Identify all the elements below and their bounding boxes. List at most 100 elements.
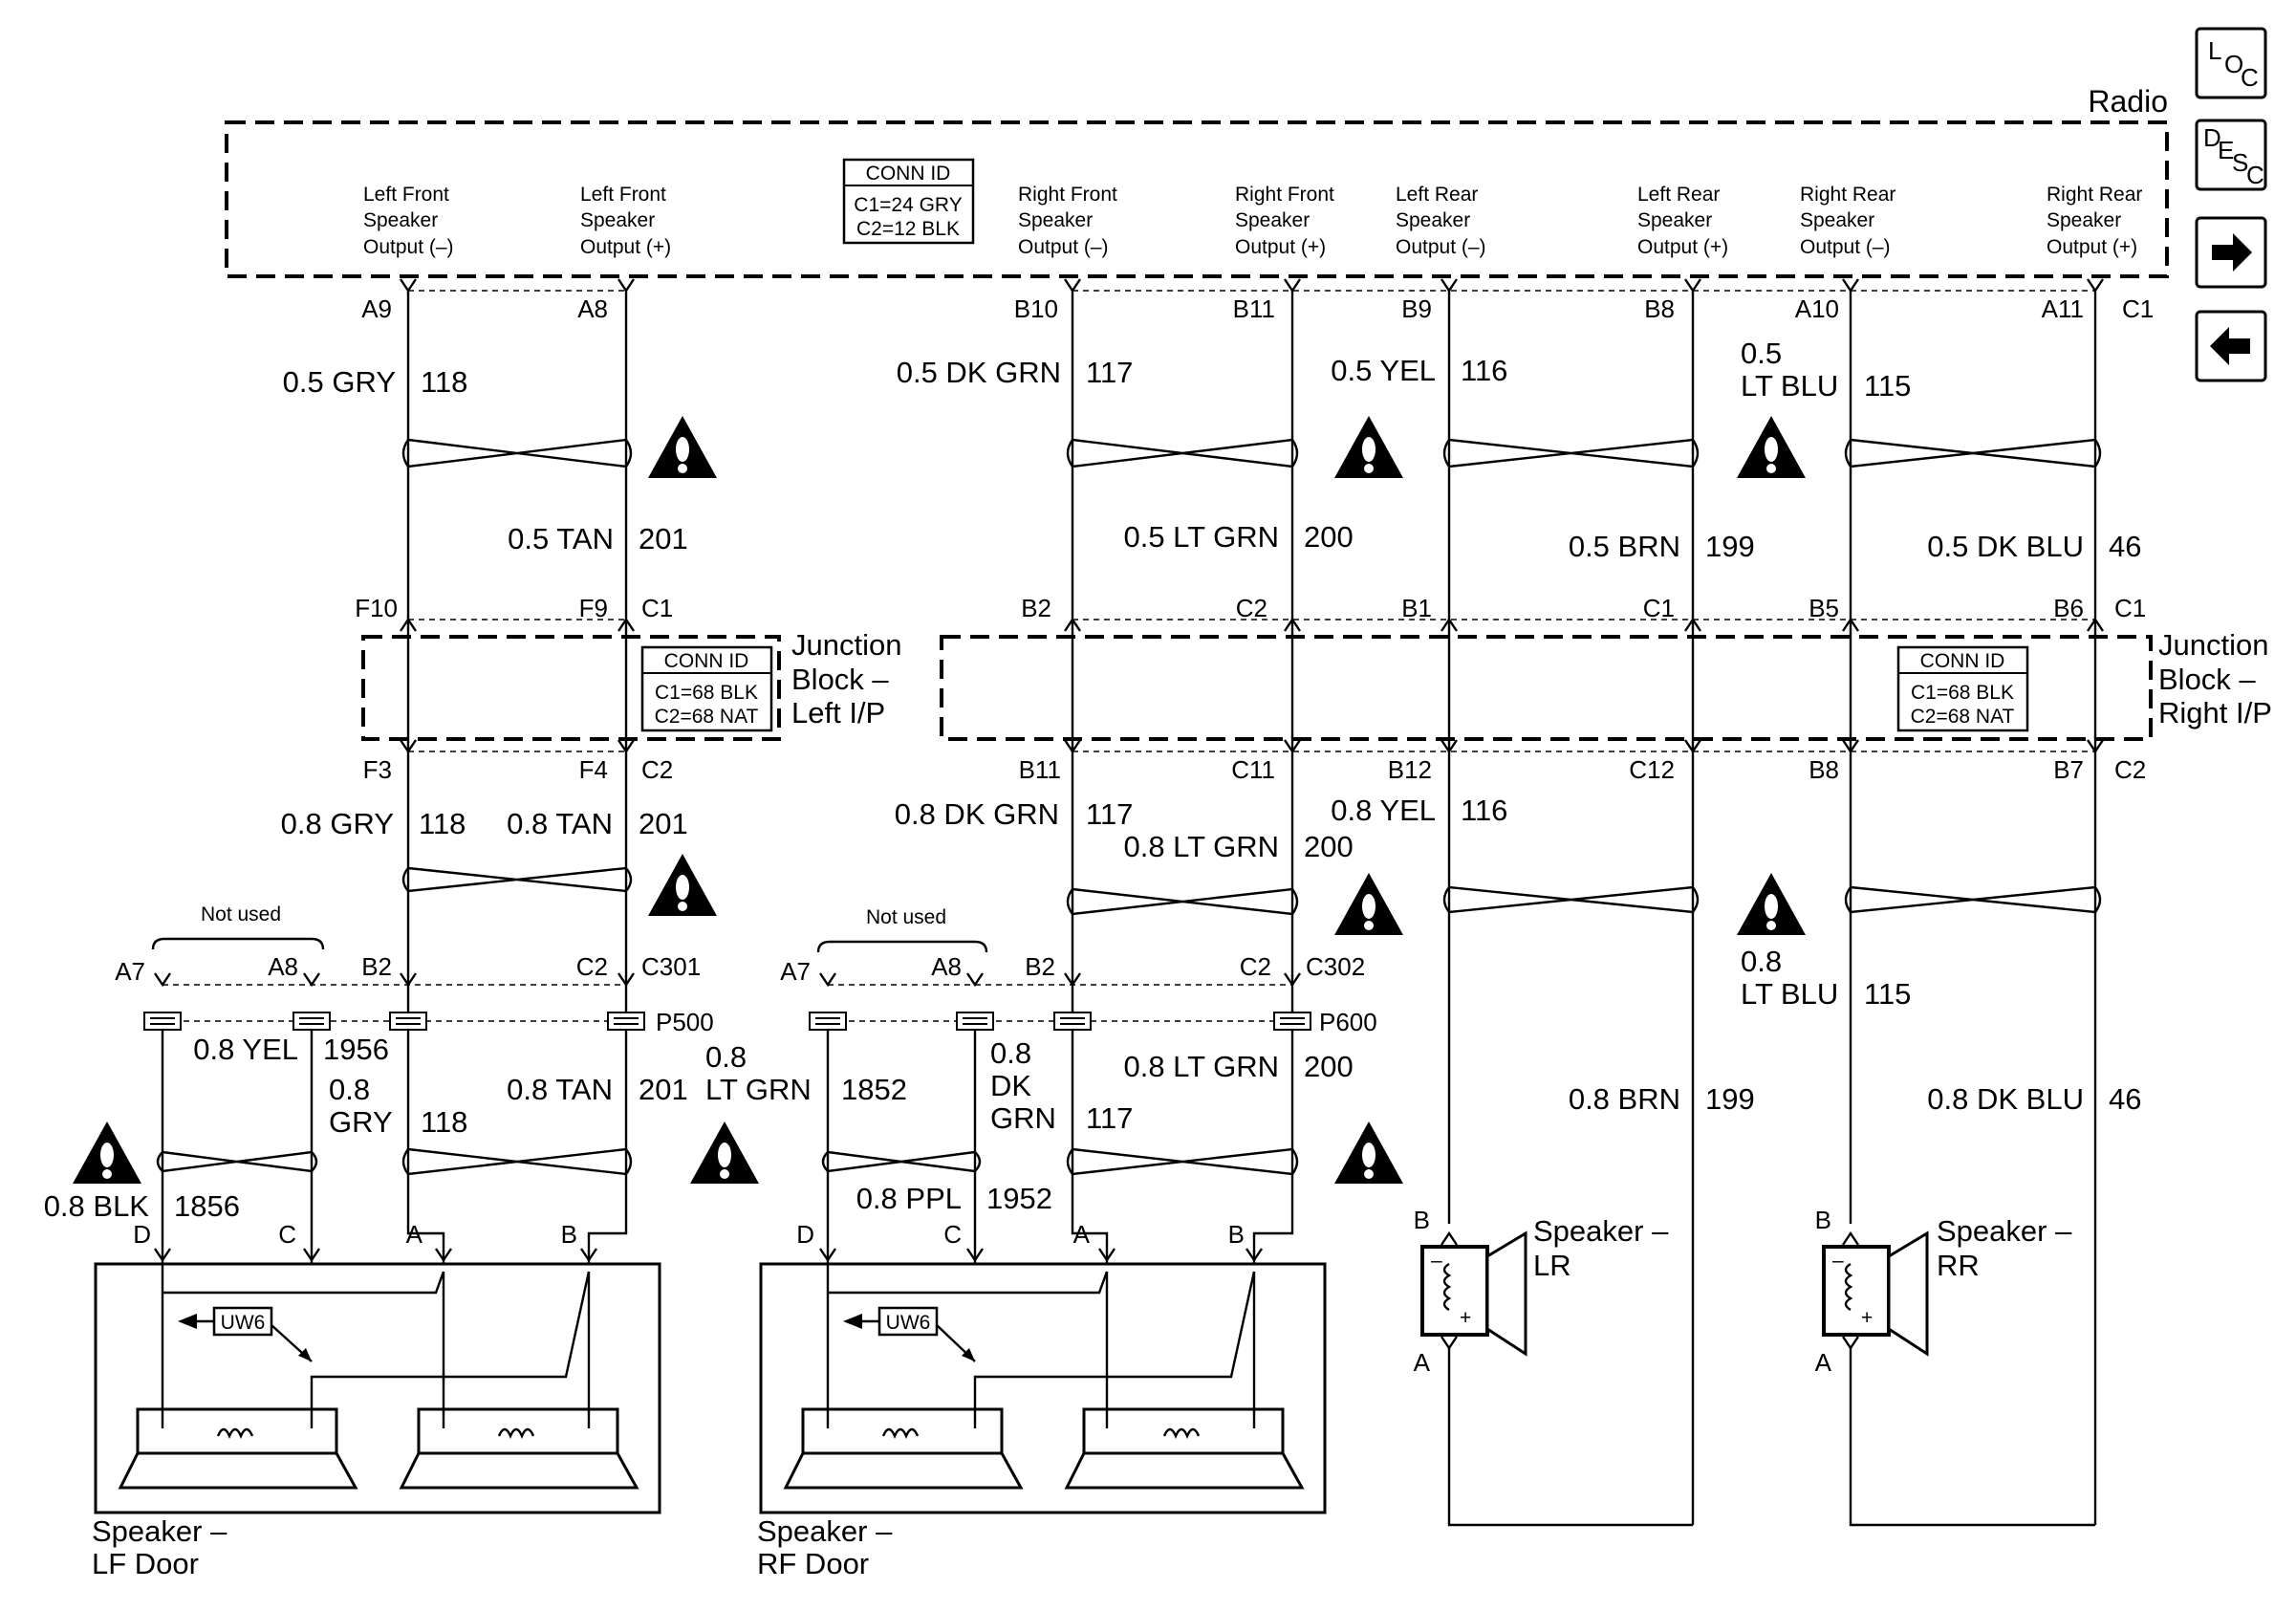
svg-text:GRY: GRY [329, 1105, 393, 1139]
svg-text:Output (–): Output (–) [363, 236, 454, 258]
svg-text:CONN ID: CONN ID [866, 163, 951, 185]
svg-text:0.8 YEL: 0.8 YEL [193, 1033, 298, 1066]
svg-text:B6: B6 [2053, 594, 2084, 622]
svg-text:C: C [943, 1220, 962, 1249]
svg-text:0.5 LT GRN: 0.5 LT GRN [1123, 520, 1279, 554]
svg-text:0.5 BRN: 0.5 BRN [1569, 530, 1680, 563]
wires [406, 289, 2097, 1527]
svg-text:200: 200 [1304, 1050, 1354, 1083]
svg-text:200: 200 [1304, 830, 1354, 863]
svg-text:B2: B2 [1025, 952, 1055, 981]
svg-text:0.8 BLK: 0.8 BLK [44, 1189, 150, 1223]
svg-text:116: 116 [1461, 354, 1507, 387]
jb-left-arrows [400, 617, 635, 754]
connector-c301: Not used A7 A8 B2 C2 C301 P500 [115, 903, 714, 1260]
svg-text:117: 117 [1086, 1101, 1133, 1135]
svg-text:F10: F10 [355, 594, 398, 622]
warning-icon [648, 854, 717, 916]
svg-text:D: D [2203, 123, 2221, 152]
svg-text:C1: C1 [2122, 294, 2154, 323]
svg-text:B5: B5 [1809, 594, 1839, 622]
warning-icon [648, 416, 717, 478]
svg-text:F3: F3 [363, 755, 392, 784]
svg-text:0.8 LT GRN: 0.8 LT GRN [1123, 830, 1279, 863]
svg-text:0.5 GRY: 0.5 GRY [283, 365, 396, 399]
svg-text:0.8 DK BLU: 0.8 DK BLU [1927, 1082, 2084, 1116]
splice-name: P500 [656, 1008, 714, 1036]
wire-labels-mid: 0.8 GRY 118 0.8 TAN 201 0.8 DK GRN 117 0… [281, 794, 1912, 1011]
svg-text:0.8: 0.8 [990, 1036, 1031, 1070]
svg-text:CONN ID: CONN ID [1920, 650, 2005, 672]
svg-text:A9: A9 [361, 294, 392, 323]
svg-text:0.8: 0.8 [705, 1040, 747, 1074]
svg-text:115: 115 [1864, 369, 1911, 403]
svg-text:+: + [1861, 1307, 1873, 1329]
radio-pin-labels: A9 A8 B10 B11 B9 B8 A10 A11 C1 [361, 294, 2154, 323]
not-used-label: Not used [866, 906, 946, 928]
svg-text:B9: B9 [1401, 294, 1432, 323]
svg-text:C1=24 GRY: C1=24 GRY [854, 194, 962, 216]
svg-text:Output (–): Output (–) [1800, 236, 1891, 258]
desc-button[interactable]: D E S C [2195, 119, 2267, 191]
svg-text:Right Rear: Right Rear [2047, 184, 2142, 206]
loc-button[interactable]: L O C [2195, 27, 2267, 99]
svg-text:S: S [2232, 148, 2248, 177]
svg-text:0.8 GRY: 0.8 GRY [281, 807, 394, 840]
svg-text:B2: B2 [1021, 594, 1051, 622]
svg-text:E: E [2218, 136, 2234, 164]
connector-name: C301 [641, 952, 701, 981]
svg-text:Speaker: Speaker [1235, 209, 1310, 231]
svg-text:C2=12 BLK: C2=12 BLK [856, 218, 960, 240]
svg-text:Left Front: Left Front [363, 184, 449, 206]
svg-text:Output (–): Output (–) [1018, 236, 1109, 258]
svg-text:0.8 BRN: 0.8 BRN [1569, 1082, 1680, 1116]
svg-text:Speaker: Speaker [1396, 209, 1470, 231]
svg-text:C1: C1 [641, 594, 673, 622]
jb-left-conn-id: CONN ID C1=68 BLK C2=68 NAT [640, 645, 773, 732]
svg-text:Speaker: Speaker [2047, 209, 2121, 231]
svg-text:C12: C12 [1629, 755, 1675, 784]
svg-text:C: C [2241, 63, 2259, 92]
svg-text:Output (+): Output (+) [2047, 236, 2137, 258]
forward-button[interactable] [2195, 216, 2267, 289]
svg-text:F9: F9 [579, 594, 608, 622]
back-button[interactable] [2195, 310, 2267, 382]
svg-text:B: B [1414, 1206, 1430, 1234]
warning-icon [73, 1121, 141, 1184]
svg-text:199: 199 [1705, 1082, 1755, 1116]
svg-text:CONN ID: CONN ID [664, 650, 749, 672]
svg-text:B: B [1228, 1220, 1245, 1249]
svg-text:0.8: 0.8 [329, 1073, 370, 1106]
radio-pin-marks [400, 278, 2104, 294]
svg-text:0.8: 0.8 [1741, 945, 1782, 978]
svg-text:118: 118 [421, 365, 467, 399]
speaker-lf-door: D C A B UW6 Speaker – LF [92, 1209, 661, 1580]
svg-text:LT BLU: LT BLU [1741, 369, 1838, 403]
svg-text:0.8 YEL: 0.8 YEL [1331, 794, 1436, 827]
svg-text:46: 46 [2109, 1082, 2141, 1116]
svg-text:L: L [2208, 36, 2221, 65]
svg-text:Speaker: Speaker [1018, 209, 1093, 231]
svg-text:C2: C2 [1236, 594, 1267, 622]
svg-text:DK: DK [990, 1069, 1031, 1102]
svg-text:Speaker: Speaker [580, 209, 655, 231]
svg-text:A10: A10 [1795, 294, 1839, 323]
svg-text:A: A [1414, 1348, 1431, 1377]
svg-text:A8: A8 [931, 952, 962, 981]
svg-text:0.8 LT GRN: 0.8 LT GRN [1123, 1050, 1279, 1083]
svg-text:Right Rear: Right Rear [1800, 184, 1895, 206]
svg-text:201: 201 [639, 1073, 688, 1106]
svg-text:LT GRN: LT GRN [705, 1073, 812, 1106]
svg-text:0.5 DK BLU: 0.5 DK BLU [1927, 530, 2084, 563]
svg-text:C: C [278, 1220, 296, 1249]
speaker-rr: – + B A Speaker – RR [1815, 1206, 2072, 1377]
twisted-pair-top [401, 438, 2102, 468]
svg-text:115: 115 [1864, 977, 1911, 1011]
svg-text:Output (+): Output (+) [1637, 236, 1728, 258]
svg-text:Speaker: Speaker [363, 209, 438, 231]
